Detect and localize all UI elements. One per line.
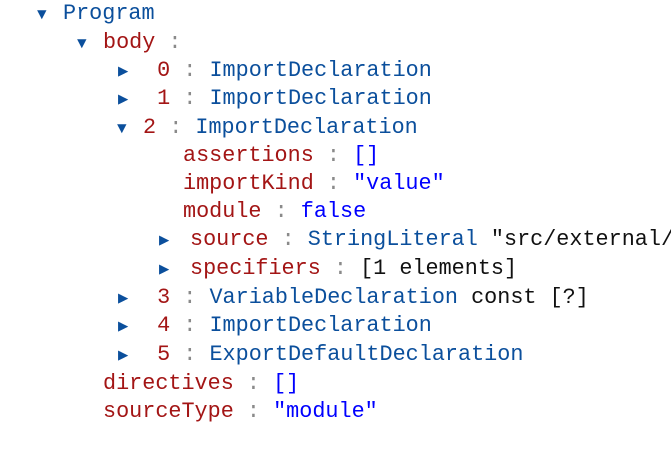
prop-key: sourceType xyxy=(103,399,234,424)
prop-key: directives xyxy=(103,371,234,396)
prop-importKind: importKind : "value" xyxy=(183,170,445,198)
chevron-right-icon[interactable]: ▶ xyxy=(159,232,170,251)
tree-node-body-2[interactable]: ▼ 2 : ImportDeclaration xyxy=(117,114,418,142)
prop-key: assertions xyxy=(183,143,314,168)
colon: : xyxy=(183,313,197,338)
node-value: const [?] xyxy=(471,285,589,310)
tree-node-body[interactable]: ▼ body : xyxy=(77,29,182,57)
node-type: StringLiteral xyxy=(307,227,478,252)
chevron-right-icon[interactable]: ▶ xyxy=(118,91,129,110)
node-type: VariableDeclaration xyxy=(209,285,458,310)
node-value: "src/external/ xyxy=(490,227,671,252)
colon: : xyxy=(183,342,197,367)
tree-node-source[interactable]: ▶ source : StringLiteral "src/external/ xyxy=(159,226,671,254)
prop-value: false xyxy=(300,199,367,224)
chevron-down-icon[interactable]: ▼ xyxy=(117,120,127,138)
prop-key: importKind xyxy=(183,171,314,196)
node-type: ImportDeclaration xyxy=(209,86,432,111)
node-value: [1 elements] xyxy=(360,256,518,281)
colon: : xyxy=(281,227,295,252)
node-type: ImportDeclaration xyxy=(209,313,432,338)
node-key: 5 xyxy=(157,342,171,367)
tree-node-body-5[interactable]: ▶ 5 : ExportDefaultDeclaration xyxy=(118,341,523,369)
node-key: 2 xyxy=(143,115,157,140)
prop-value: [] xyxy=(273,371,300,396)
node-key: 4 xyxy=(157,313,171,338)
node-type: ExportDefaultDeclaration xyxy=(209,342,524,367)
tree-node-body-3[interactable]: ▶ 3 : VariableDeclaration const [?] xyxy=(118,284,589,312)
tree-node-program[interactable]: ▼ Program xyxy=(37,0,155,28)
prop-sourceType: sourceType : "module" xyxy=(103,398,378,426)
colon: : xyxy=(326,171,340,196)
chevron-right-icon[interactable]: ▶ xyxy=(118,347,129,366)
node-type: ImportDeclaration xyxy=(209,58,432,83)
prop-key: module xyxy=(183,199,262,224)
chevron-right-icon[interactable]: ▶ xyxy=(118,63,129,82)
node-key: 0 xyxy=(157,58,171,83)
colon: : xyxy=(246,399,260,424)
prop-value: "module" xyxy=(273,399,378,424)
colon: : xyxy=(326,143,340,168)
prop-value: [] xyxy=(353,143,380,168)
prop-directives: directives : [] xyxy=(103,370,299,398)
colon: : xyxy=(183,285,197,310)
colon: : xyxy=(333,256,347,281)
node-key: specifiers xyxy=(190,256,321,281)
node-type: Program xyxy=(63,1,155,26)
node-key: 1 xyxy=(157,86,171,111)
colon: : xyxy=(183,86,197,111)
prop-module: module : false xyxy=(183,198,366,226)
tree-node-body-4[interactable]: ▶ 4 : ImportDeclaration xyxy=(118,312,432,340)
colon: : xyxy=(183,58,197,83)
tree-node-body-1[interactable]: ▶ 1 : ImportDeclaration xyxy=(118,85,432,113)
node-key: 3 xyxy=(157,285,171,310)
chevron-down-icon[interactable]: ▼ xyxy=(77,35,87,53)
prop-assertions: assertions : [] xyxy=(183,142,379,170)
node-key: body xyxy=(103,30,156,55)
tree-node-specifiers[interactable]: ▶ specifiers : [1 elements] xyxy=(159,255,517,283)
colon: : xyxy=(169,115,183,140)
chevron-right-icon[interactable]: ▶ xyxy=(118,318,129,337)
chevron-right-icon[interactable]: ▶ xyxy=(118,290,129,309)
colon: : xyxy=(168,30,182,55)
chevron-right-icon[interactable]: ▶ xyxy=(159,261,170,280)
node-type: ImportDeclaration xyxy=(195,115,418,140)
colon: : xyxy=(246,371,260,396)
chevron-down-icon[interactable]: ▼ xyxy=(37,6,47,24)
tree-node-body-0[interactable]: ▶ 0 : ImportDeclaration xyxy=(118,57,432,85)
node-key: source xyxy=(190,227,269,252)
colon: : xyxy=(274,199,288,224)
prop-value: "value" xyxy=(353,171,445,196)
